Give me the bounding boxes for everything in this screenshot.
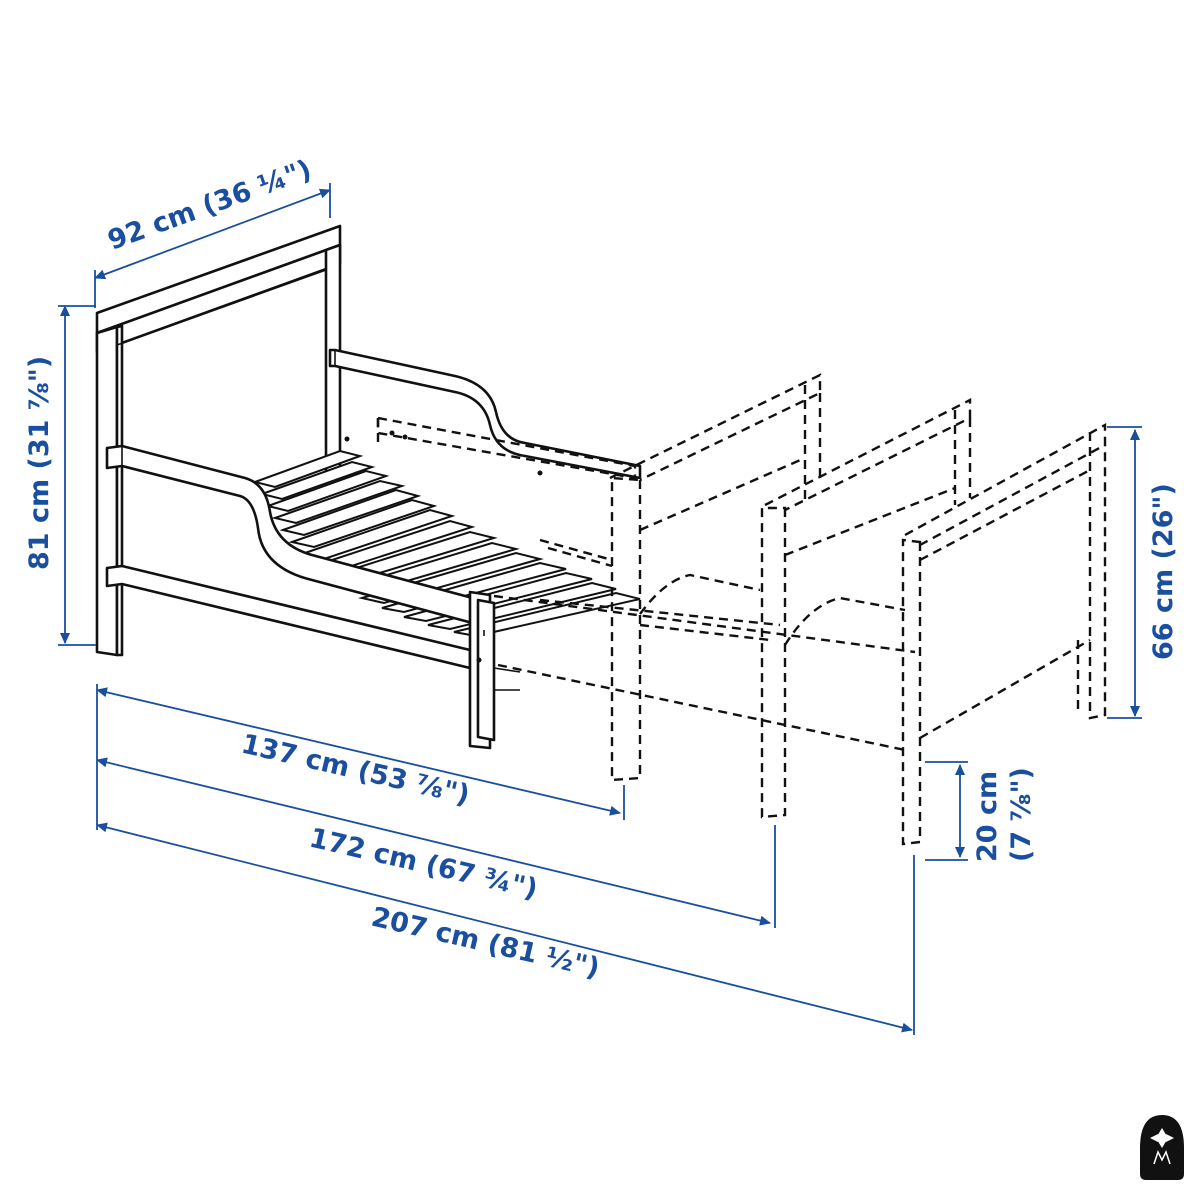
extension-frame-3 [901,422,1107,846]
front-side-rail [105,444,482,627]
leg-height-in-label: (7 ⅞") [1006,767,1037,862]
length-172-label: 172 cm (67 ¾") [306,823,540,906]
dimension-leg-height: 20 cm (7 ⅞") [925,761,1037,862]
footboard-height-label: 66 cm (26") [1148,483,1179,660]
logo-badge-icon [1140,1115,1184,1180]
extension-frame-1 [609,373,822,782]
dimension-footboard-height: 66 cm (26") [1107,426,1179,719]
height-label: 81 cm (31 ⅞") [24,356,55,570]
leg-height-cm-label: 20 cm [972,771,1003,862]
dimension-length-207: 207 cm (81 ½") [96,822,915,1035]
bed-illustration [95,224,1107,846]
width-label: 92 cm (36 ¼") [104,154,316,256]
dimension-height: 81 cm (31 ⅞") [24,305,96,646]
dimension-length-137: 137 cm (53 ⅞") [96,684,625,830]
back-side-rail [328,348,642,480]
